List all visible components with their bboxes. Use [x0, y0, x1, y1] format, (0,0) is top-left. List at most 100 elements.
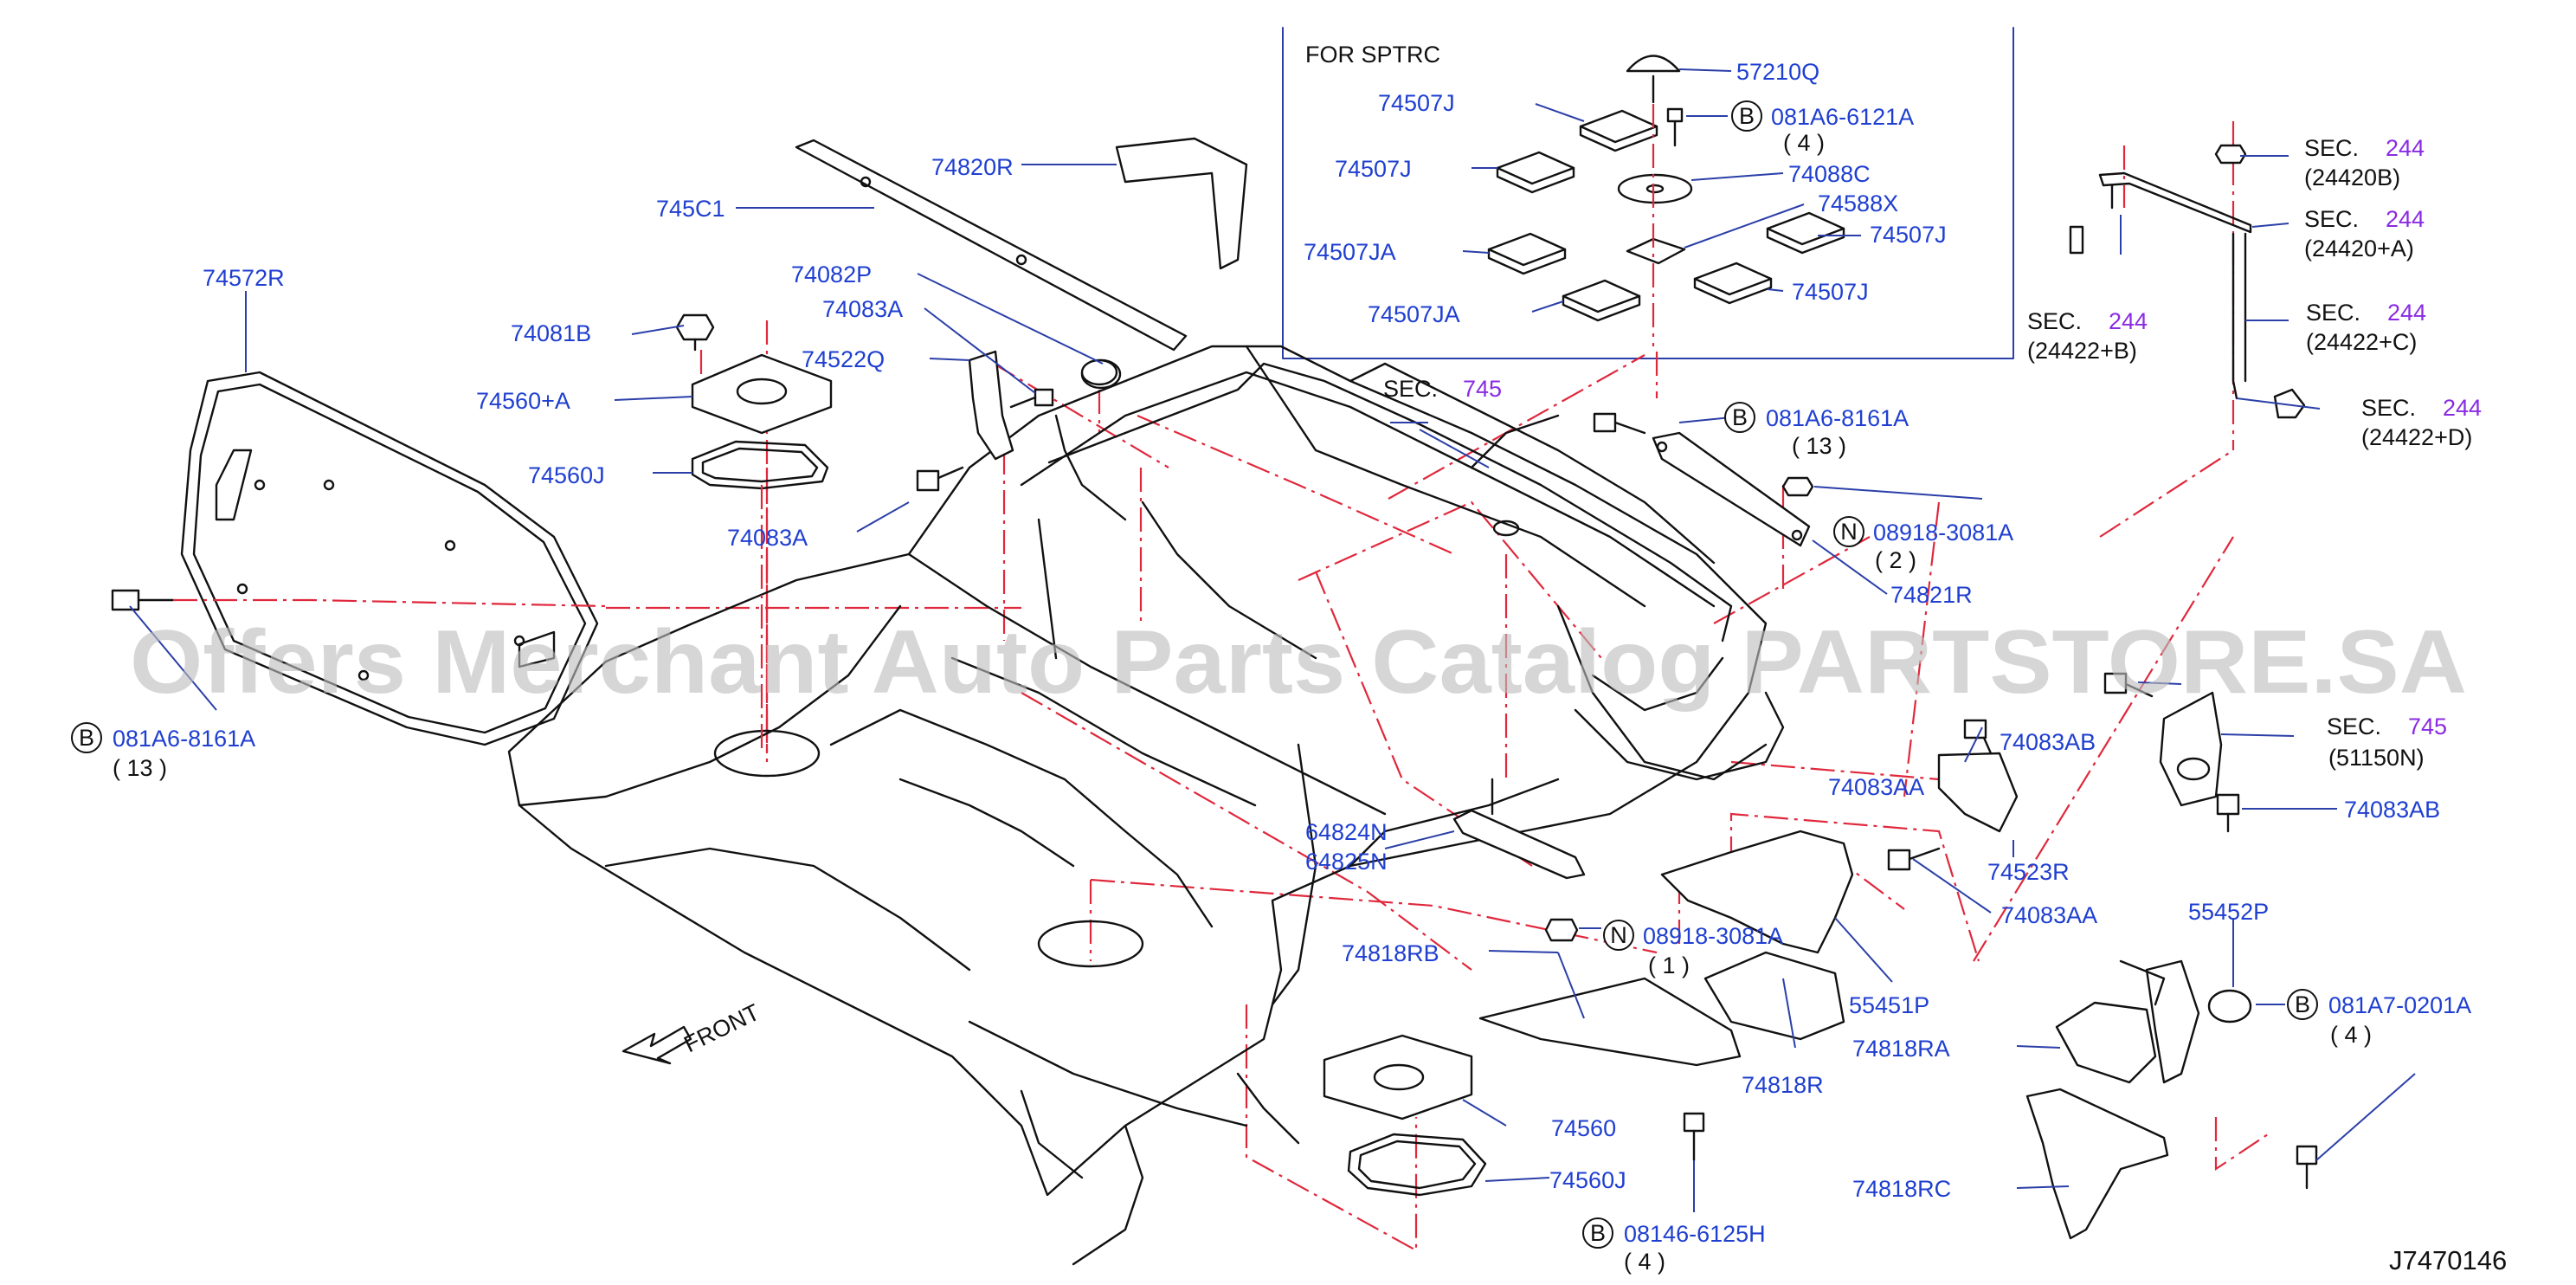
floor-panel-body [507, 345, 1785, 1266]
callout-b-icon: B [1739, 103, 1755, 129]
label-74507ja-2: 74507JA [1368, 301, 1460, 327]
label-74082p: 74082P [791, 262, 872, 287]
label-745c1: 745C1 [656, 196, 725, 222]
bolt-74083aa-2-icon [1887, 847, 1941, 871]
qty-081a6-8161a-left: ( 13 ) [113, 755, 167, 781]
label-sec-244-2: SEC. [2304, 206, 2359, 232]
brace-745c1-part [795, 139, 1188, 352]
guard-74818r-part [1703, 951, 1845, 1041]
nut-08918-3081a-low-icon [1544, 918, 1579, 942]
pad-74507ja-2 [1562, 279, 1641, 322]
label-sec-244-3: SEC. [2027, 308, 2082, 334]
label-sec-244-3-sub: (24422+B) [2027, 338, 2137, 364]
label-74818ra: 74818RA [1852, 1036, 1950, 1062]
label-sec-244-3-num: 244 [2109, 308, 2148, 334]
pad-74507j-2 [1496, 151, 1575, 194]
bolt-081a6-8161a-left-icon [111, 589, 175, 611]
nut-74081b-icon [675, 313, 715, 352]
callout-b-left-icon: B [79, 725, 94, 751]
callout-n-low-icon: N [1610, 922, 1627, 948]
pad-74507j-1 [1579, 109, 1658, 152]
label-74560a: 74560+A [476, 388, 570, 414]
label-sec-244-5-num: 244 [2443, 395, 2482, 421]
label-sec-244-5-sub: (24422+D) [2361, 424, 2472, 450]
pad-74507j-4 [1693, 262, 1773, 305]
label-081a6-6121a: 081A6-6121A [1771, 104, 1914, 130]
label-55451p: 55451P [1849, 992, 1929, 1018]
bracket-74523r-part [1937, 752, 2019, 833]
label-74507j-4: 74507J [1792, 279, 1869, 305]
label-74572r: 74572R [203, 265, 285, 291]
label-74083a-top: 74083A [822, 296, 903, 322]
plug-74082p-part [1080, 358, 1118, 386]
label-sec-244-1-sub: (24420B) [2304, 165, 2400, 190]
guard-74818rc-part [2025, 1088, 2169, 1240]
front-arrow-icon [621, 1025, 692, 1065]
leader-lines [245, 155, 2416, 1212]
label-57210q: 57210Q [1736, 59, 1819, 85]
label-081a7-0201a: 081A7-0201A [2328, 992, 2471, 1018]
bolt-74083a-low-icon [916, 466, 964, 492]
label-sec-745-b-num: 745 [2408, 714, 2447, 739]
guard-74818ra-part [2055, 1001, 2157, 1084]
mount-bracket-51150n-part [2159, 691, 2223, 807]
bolt-74083aa-1-icon [1963, 719, 1993, 755]
label-08918-3081a-low: 08918-3081A [1643, 923, 1783, 949]
label-sec-745-b: SEC. [2327, 714, 2381, 739]
bolt-74083a-top-icon [1009, 388, 1054, 409]
clip-57210q-part [1626, 55, 1681, 104]
assembly-lines [606, 121, 2269, 1252]
label-sec-244-2-sub: (24420+A) [2304, 236, 2414, 262]
cover-74560a-part [691, 353, 833, 435]
label-74083aa-2: 74083AA [2001, 902, 2097, 928]
callout-b-right-icon: B [1732, 404, 1748, 430]
label-sec-745-a: SEC. [1383, 376, 1438, 402]
label-sec-244-1-num: 244 [2386, 135, 2425, 161]
label-74560j-top: 74560J [528, 462, 605, 488]
label-74507ja-1: 74507JA [1304, 239, 1396, 265]
label-74821r: 74821R [1890, 582, 1973, 608]
label-sec-244-4: SEC. [2306, 300, 2360, 326]
fuel-strap-244-part [2069, 144, 2306, 419]
qty-08918-3081a-top: ( 2 ) [1875, 547, 1916, 573]
label-74088c: 74088C [1788, 161, 1871, 187]
label-74818rb: 74818RB [1342, 940, 1439, 966]
gasket-74560j-low-part [1347, 1133, 1487, 1197]
plate-64824n-part [1452, 778, 1586, 880]
label-74083ab-2: 74083AB [2344, 797, 2440, 823]
mount-55452p-part [2119, 959, 2252, 1084]
label-55452p: 55452P [2188, 899, 2269, 925]
bolt-74083ab-2-icon [2216, 793, 2240, 833]
washer-74088c-part [1617, 173, 1693, 204]
label-sec-244-5: SEC. [2361, 395, 2416, 421]
label-74560: 74560 [1551, 1115, 1616, 1141]
label-081a6-8161a-left: 081A6-8161A [113, 726, 255, 752]
label-sec-244-2-num: 244 [2386, 206, 2425, 232]
label-74588x: 74588X [1818, 190, 1898, 216]
inset-panel: FOR SPTRC [1282, 27, 2014, 359]
qty-081a7-0201a: ( 4 ) [2330, 1022, 2372, 1048]
bracket-74820r-part [1115, 137, 1248, 270]
bolt-icon [1666, 107, 1684, 147]
bracket-74522q-part [968, 350, 1014, 461]
bolt-081a6-8161a-right-icon [1593, 412, 1646, 435]
label-08146-6125h: 08146-6125H [1624, 1221, 1766, 1247]
qty-08918-3081a-low: ( 1 ) [1648, 952, 1690, 978]
part-labels: 74572R 74081B 74560+A 74560J 74083A 745C… [71, 135, 2482, 1275]
bolt-08146-6125h-icon [1683, 1112, 1705, 1162]
pad-74507ja-1 [1487, 232, 1567, 275]
qty-081a6-8161a-right: ( 13 ) [1792, 433, 1846, 459]
label-74507j-3: 74507J [1870, 222, 1947, 248]
label-74818r: 74818R [1742, 1072, 1824, 1098]
label-74522q: 74522Q [802, 346, 885, 372]
label-74507j-1: 74507J [1378, 90, 1455, 116]
gasket-74560j-top-part [691, 440, 829, 490]
qty-08146-6125h: ( 4 ) [1624, 1249, 1665, 1275]
label-74560j-low: 74560J [1549, 1167, 1626, 1193]
label-sec-244-4-num: 244 [2387, 300, 2426, 326]
bracket-74821r-part [1652, 431, 1811, 547]
diagram-code: J7470146 [2389, 1245, 2507, 1275]
qty-081a6-6121a: ( 4 ) [1783, 130, 1825, 156]
label-sec-244-1: SEC. [2304, 135, 2359, 161]
